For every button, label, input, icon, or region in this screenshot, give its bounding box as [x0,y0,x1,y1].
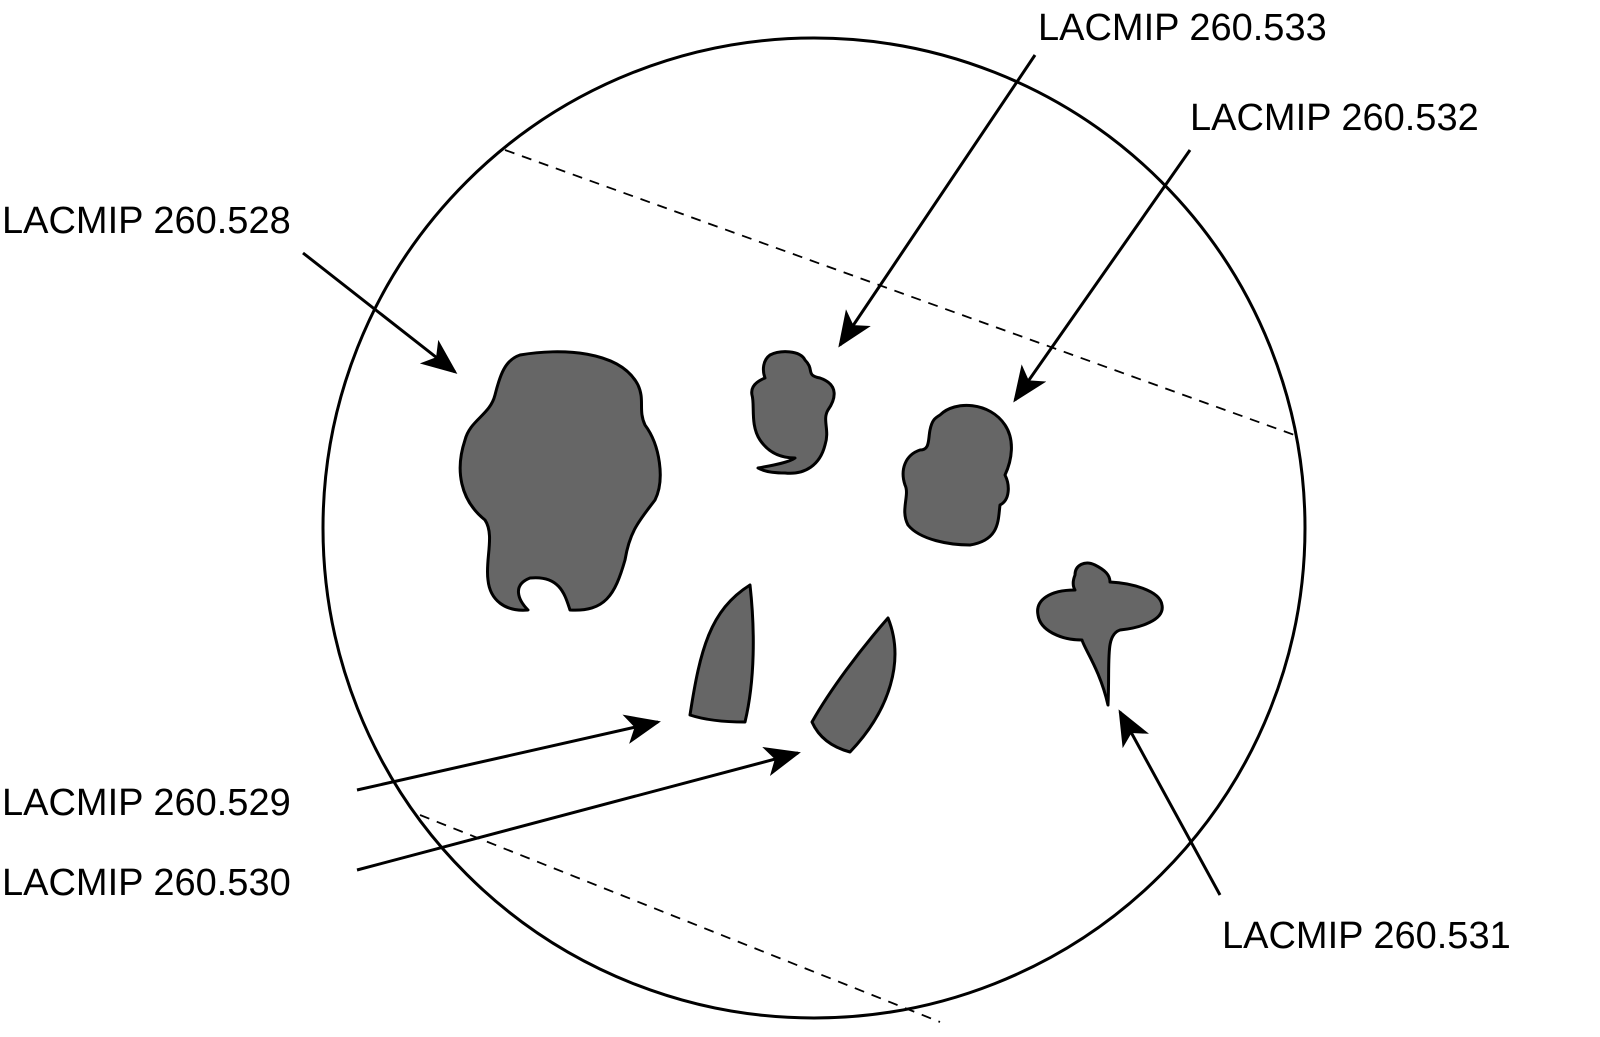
label-533: LACMIP 260.533 [1038,7,1327,49]
specimen-533 [750,350,836,475]
field-circle [321,36,1307,1020]
arrow-533 [838,54,1037,348]
arrow-530 [356,746,801,872]
arrow-528 [302,251,458,374]
specimen-532 [901,403,1013,547]
specimen-531 [1036,561,1164,707]
arrow-529 [356,714,661,792]
specimen-530 [810,616,897,754]
label-532: LACMIP 260.532 [1190,97,1479,139]
label-529: LACMIP 260.529 [2,782,291,824]
dashed-boundary-upper [504,149,1301,438]
dashed-boundary-lower [419,814,941,1023]
label-531: LACMIP 260.531 [1222,915,1511,957]
label-528: LACMIP 260.528 [2,200,291,242]
specimen-528 [458,350,662,612]
specimen-529 [688,583,755,724]
arrow-532 [1013,149,1192,403]
arrow-531 [1118,709,1222,896]
label-530: LACMIP 260.530 [2,862,291,904]
